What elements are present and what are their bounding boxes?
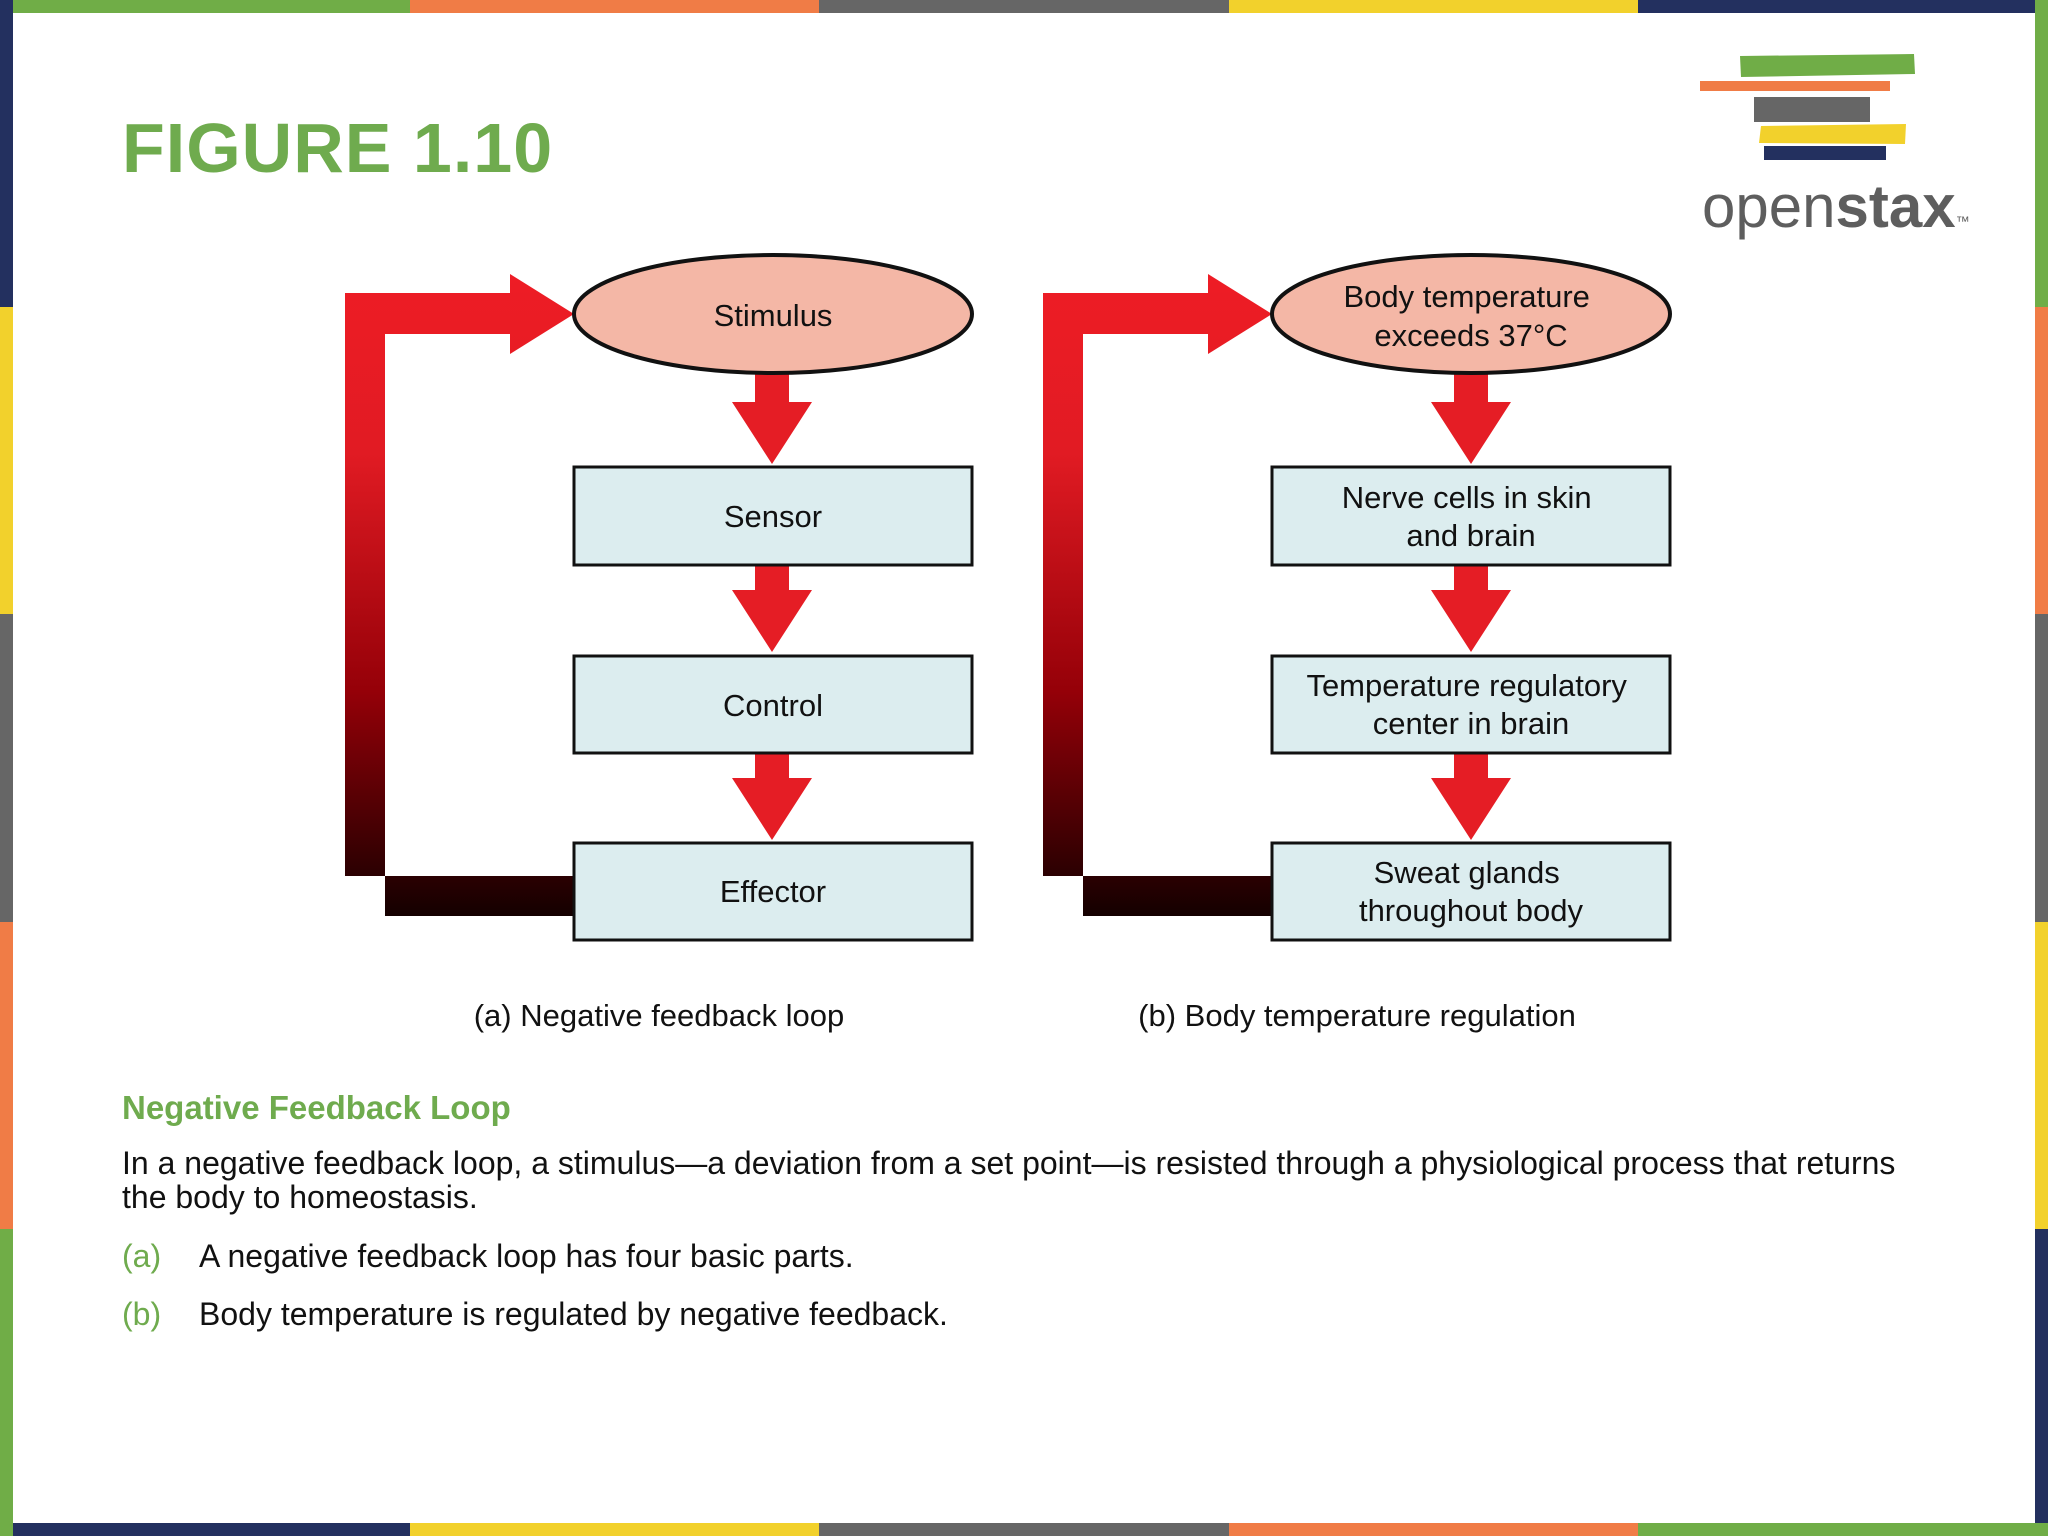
border-segment [819, 1523, 1229, 1536]
description-paragraph: In a negative feedback loop, a stimulus—… [122, 1145, 1896, 1215]
caption-b: (b) Body temperature regulation [1138, 998, 1576, 1033]
stimulus-oval-a [572, 253, 974, 375]
sweat-glands-box [1270, 841, 1672, 942]
border-segment [1228, 0, 1639, 13]
nerve-cells-box [1270, 465, 1672, 567]
control-label: Control [723, 688, 823, 723]
border-segment [819, 0, 1229, 13]
feedback-loop-arrow-b [1043, 274, 1272, 916]
figure-title: FIGURE 1.10 [122, 109, 554, 187]
border-segment [1228, 1523, 1639, 1536]
border-segment [2035, 1228, 2048, 1536]
border-segment [2035, 614, 2048, 922]
regulatory-center-label: Temperature regulatory center in brain [1306, 668, 1635, 741]
openstax-wordmark: openstax™ [1702, 173, 1970, 240]
figure-parts-list: (a) A negative feedback loop has four ba… [122, 1236, 948, 1352]
left-border-strip [0, 0, 13, 1536]
border-segment [0, 307, 13, 615]
stimulus-label-b-line2: exceeds 37°C [1374, 318, 1567, 353]
border-segment [0, 921, 13, 1229]
down-arrow-b2 [1431, 564, 1511, 652]
bottom-border-strip [0, 1523, 2048, 1536]
list-marker: (b) [122, 1296, 162, 1332]
stacked-books-icon [1700, 54, 1915, 160]
openstax-logo: openstax™ [1700, 50, 1990, 250]
list-text: A negative feedback loop has four basic … [199, 1238, 854, 1274]
down-arrow-a2 [732, 564, 812, 652]
caption-a: (a) Negative feedback loop [474, 998, 845, 1033]
nerve-cells-label: Nerve cells in skin and brain [1342, 480, 1600, 553]
sensor-label: Sensor [724, 499, 822, 534]
feedback-loop-diagram: Stimulus Sensor Control Effector (a) Neg… [345, 253, 1672, 1033]
control-box [572, 654, 974, 755]
sensor-box [572, 465, 974, 567]
regulatory-center-box [1270, 654, 1672, 755]
list-marker: (a) [122, 1238, 162, 1274]
nerve-cells-label-line2: and brain [1406, 518, 1535, 553]
regulatory-center-label-line2: center in brain [1373, 706, 1569, 741]
sweat-glands-label-line1: Sweat glands [1374, 855, 1560, 890]
nerve-cells-label-line1: Nerve cells in skin [1342, 480, 1592, 515]
section-heading: Negative Feedback Loop [122, 1089, 511, 1126]
right-border-strip [2035, 0, 2048, 1536]
effector-box [572, 841, 974, 942]
border-segment [0, 1523, 410, 1536]
border-segment [2035, 307, 2048, 615]
top-border-strip [0, 0, 2048, 13]
border-segment [0, 0, 13, 308]
border-segment [0, 614, 13, 922]
border-segment [2035, 0, 2048, 308]
stimulus-label-b: Body temperature exceeds 37°C [1343, 279, 1598, 353]
sweat-glands-label: Sweat glands throughout body [1359, 855, 1584, 928]
panel-b: Body temperature exceeds 37°C Nerve cell… [1043, 253, 1672, 1033]
border-segment [1638, 0, 2048, 13]
stimulus-oval-b [1270, 253, 1672, 375]
down-arrow-a1 [732, 374, 812, 464]
border-segment [2035, 921, 2048, 1229]
down-arrow-a3 [732, 752, 812, 840]
effector-label: Effector [720, 874, 826, 909]
border-segment [0, 1228, 13, 1536]
regulatory-center-label-line1: Temperature regulatory [1306, 668, 1627, 703]
down-arrow-b1 [1431, 374, 1511, 464]
border-segment [0, 0, 410, 13]
list-text: Body temperature is regulated by negativ… [199, 1296, 948, 1332]
border-segment [409, 1523, 820, 1536]
stimulus-label-b-line1: Body temperature [1343, 279, 1589, 314]
border-segment [409, 0, 820, 13]
list-item: (b) Body temperature is regulated by neg… [122, 1294, 948, 1352]
feedback-loop-arrow-a [345, 274, 574, 916]
border-segment [1638, 1523, 2048, 1536]
stimulus-label-a: Stimulus [714, 298, 833, 333]
sweat-glands-label-line2: throughout body [1359, 893, 1584, 928]
list-item: (a) A negative feedback loop has four ba… [122, 1236, 948, 1294]
panel-a: Stimulus Sensor Control Effector (a) Neg… [345, 253, 974, 1033]
down-arrow-b3 [1431, 752, 1511, 840]
